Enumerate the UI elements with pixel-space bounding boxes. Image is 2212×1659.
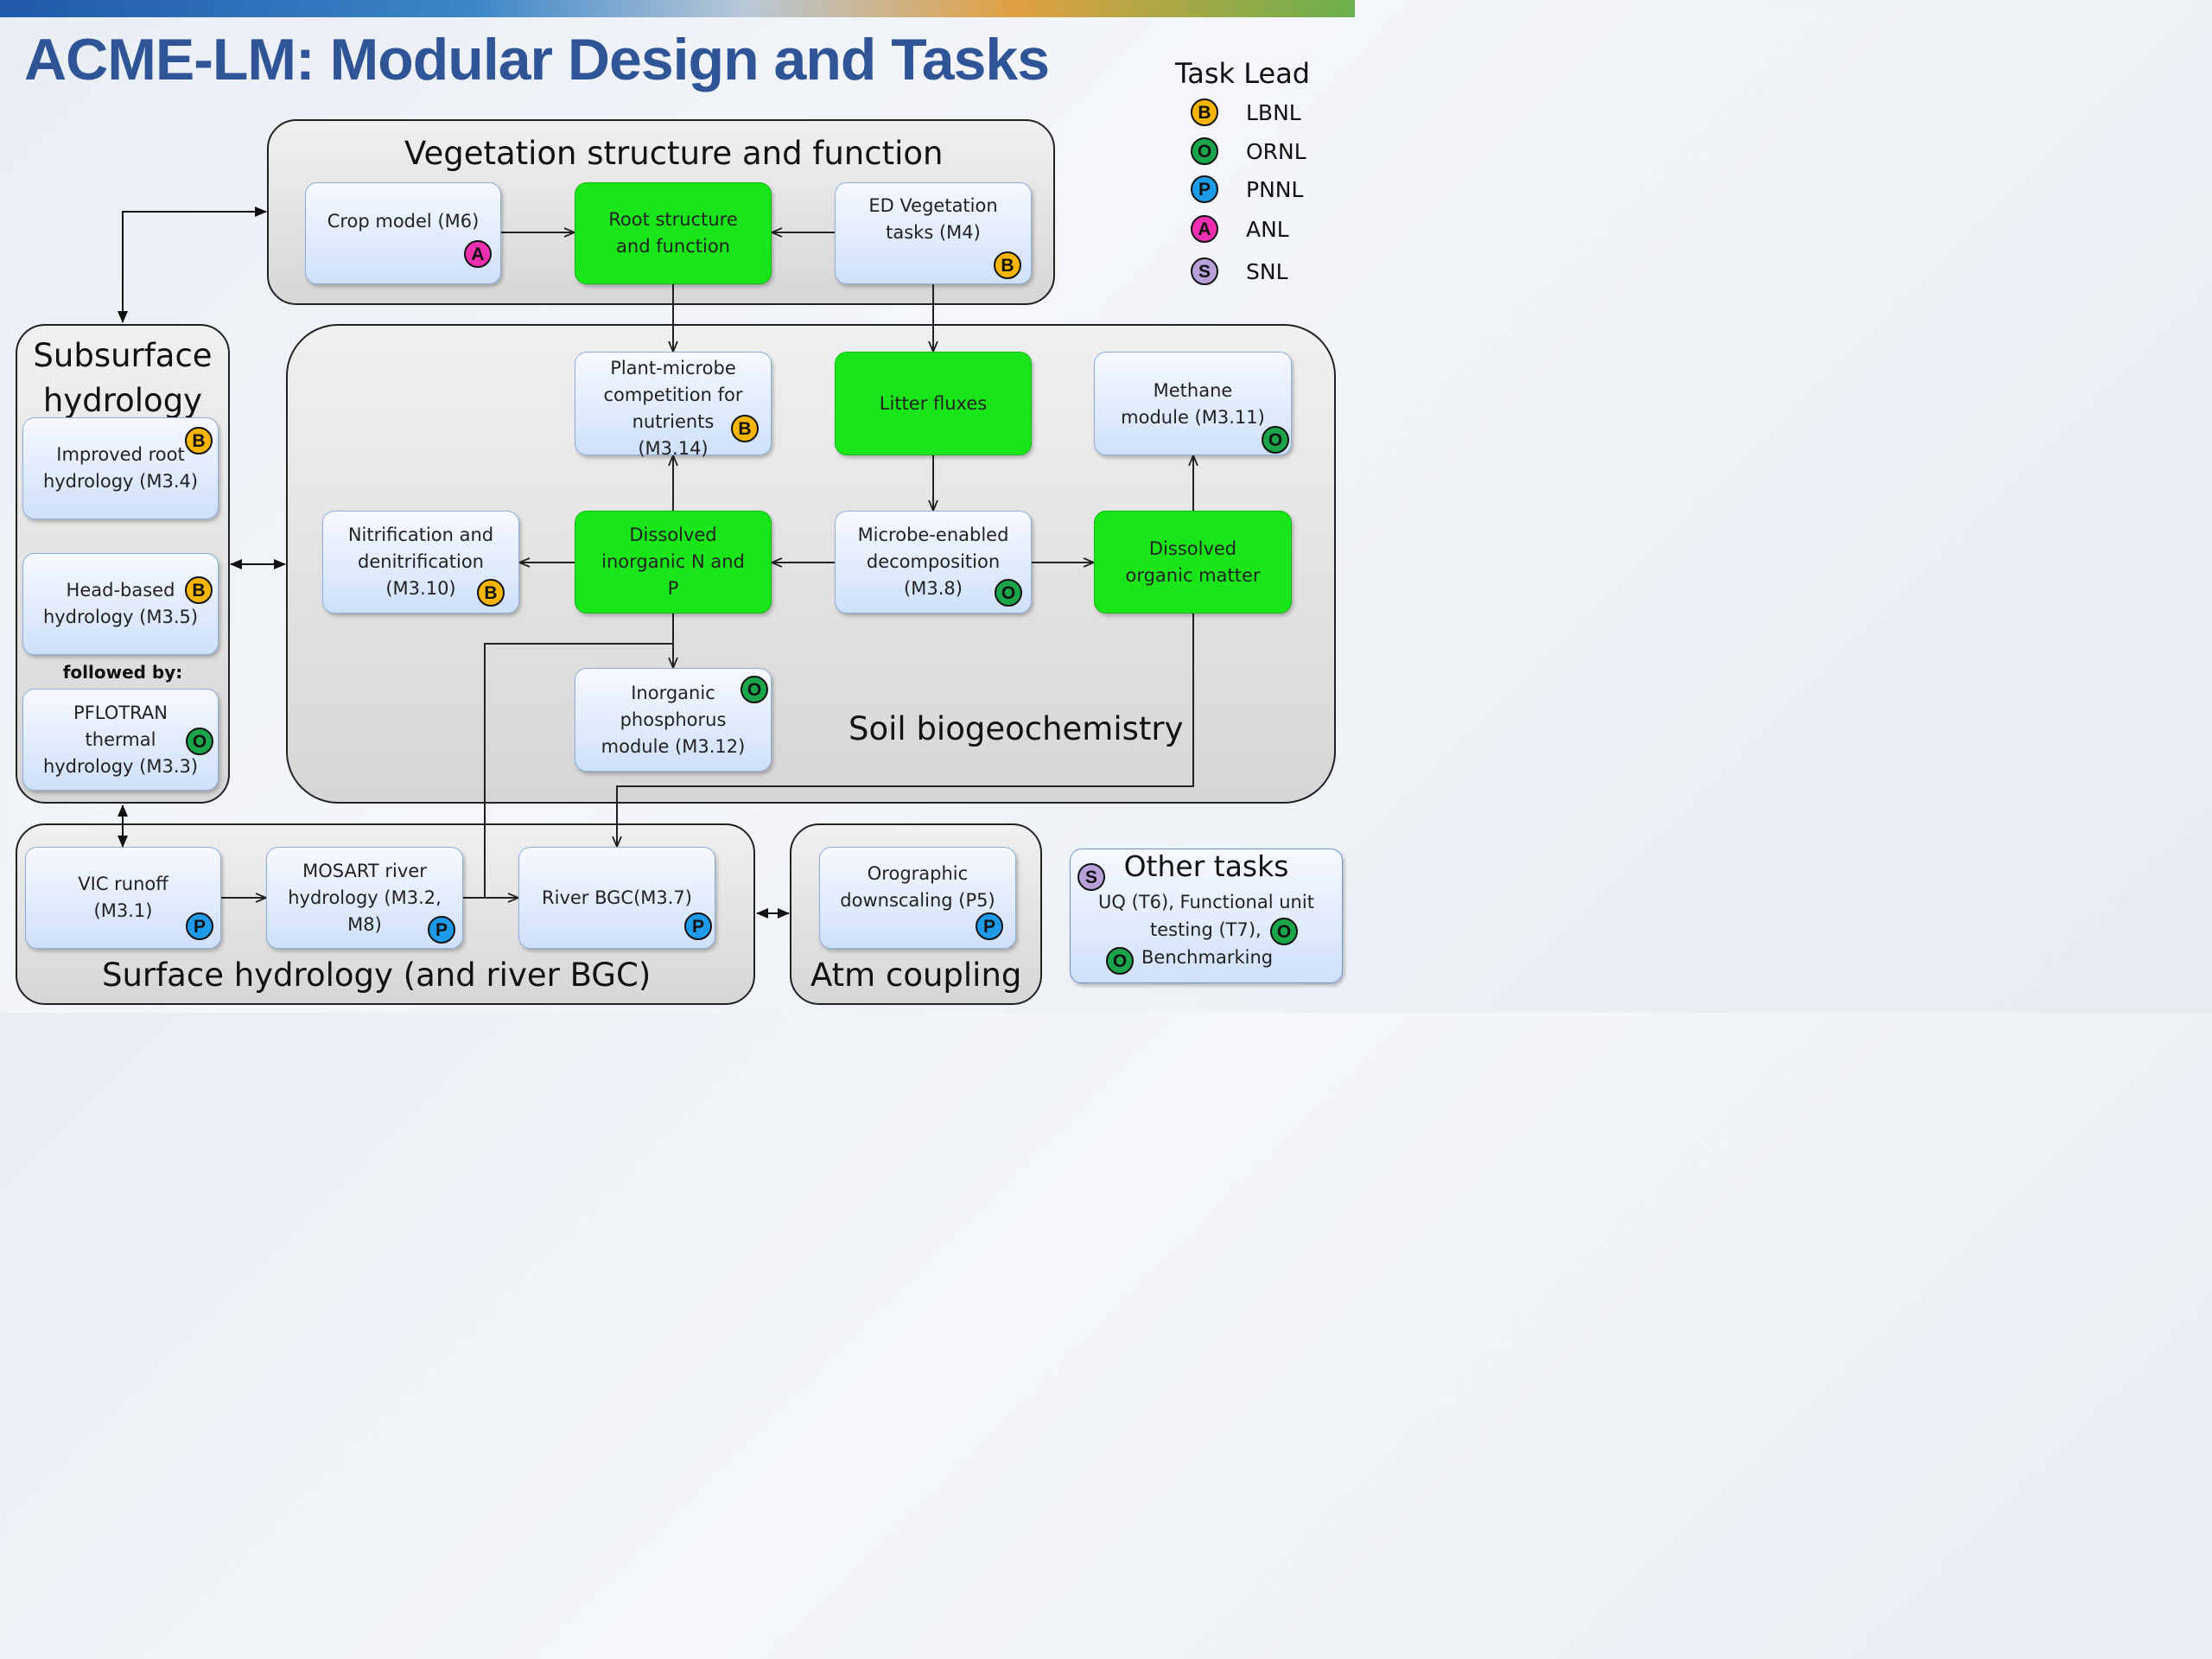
- lead-badge-icon: B: [994, 251, 1021, 279]
- box-pflotran: PFLOTRAN thermal hydrology (M3.3) O: [22, 689, 219, 791]
- legend-item-ornl: O ORNL: [1191, 137, 1306, 165]
- box-label: Improved root hydrology (M3.4): [42, 444, 199, 492]
- lead-badge-icon: O: [1191, 137, 1218, 165]
- lead-badge-icon: O: [741, 676, 768, 703]
- connector-arrows: [118, 207, 1355, 918]
- other-tasks-line3: Benchmarking: [1141, 947, 1274, 968]
- box-label: Methane module (M3.11): [1121, 380, 1265, 428]
- group-title-surface: Surface hydrology (and river BGC): [102, 957, 652, 994]
- legend-label: ORNL: [1246, 138, 1306, 164]
- legend-item-anl: A ANL: [1191, 215, 1289, 243]
- followed-by-label: followed by:: [62, 662, 183, 683]
- legend-item-pnnl: P PNNL: [1191, 175, 1303, 203]
- lead-badge-icon: O: [186, 728, 213, 755]
- box-mosart: MOSART river hydrology (M3.2, M8) P: [266, 847, 463, 949]
- box-label: MOSART river hydrology (M3.2, M8): [288, 860, 442, 935]
- box-crop-model: Crop model (M6) A: [305, 182, 501, 284]
- lead-badge-icon: P: [684, 912, 712, 940]
- legend-label: ANL: [1246, 216, 1289, 242]
- box-methane: Methane module (M3.11) O: [1094, 352, 1292, 455]
- lead-badge-icon: B: [185, 576, 213, 604]
- box-orographic: Orographic downscaling (P5) P: [819, 847, 1016, 949]
- box-label: ED Vegetation tasks (M4): [868, 195, 998, 243]
- lead-badge-icon: P: [1191, 175, 1218, 203]
- box-label: Crop model (M6): [327, 210, 480, 232]
- lead-badge-icon: O: [1106, 947, 1134, 975]
- box-other-tasks: Other tasks UQ (T6), Functional unit tes…: [1070, 849, 1343, 983]
- legend-item-snl: S SNL: [1191, 257, 1288, 285]
- box-litter-fluxes: Litter fluxes: [835, 352, 1032, 455]
- legend-label: LBNL: [1246, 99, 1301, 125]
- legend-label: SNL: [1246, 258, 1288, 284]
- lead-badge-icon: P: [428, 916, 455, 944]
- box-river-bgc: River BGC(M3.7) P: [518, 847, 715, 949]
- lead-badge-icon: P: [186, 912, 213, 940]
- arrow-dom-to-riverbgc: [617, 613, 1194, 847]
- lead-badge-icon: P: [976, 912, 1003, 940]
- box-label: Orographic downscaling (P5): [840, 863, 995, 911]
- top-accent-bar: [0, 0, 1355, 17]
- box-head-based: Head-based hydrology (M3.5) B: [22, 553, 219, 655]
- box-label: Litter fluxes: [879, 392, 988, 414]
- box-label: PFLOTRAN thermal hydrology (M3.3): [42, 702, 199, 777]
- box-label: VIC runoff (M3.1): [78, 874, 168, 921]
- group-title-soil: Soil biogeochemistry: [849, 710, 1184, 747]
- box-label: Root structure and function: [608, 209, 738, 257]
- other-tasks-title: Other tasks: [1123, 849, 1289, 883]
- lead-badge-icon: A: [464, 240, 492, 268]
- legend-item-lbnl: B LBNL: [1191, 99, 1301, 126]
- box-improved-root: Improved root hydrology (M3.4) B: [22, 417, 219, 519]
- group-title-vegetation: Vegetation structure and function: [404, 135, 944, 172]
- lead-badge-icon: O: [1270, 918, 1298, 945]
- box-dissolved-organic: Dissolved organic matter: [1094, 511, 1292, 613]
- box-ed-vegetation: ED Vegetation tasks (M4) B: [835, 182, 1032, 284]
- box-label: Inorganic phosphorus module (M3.12): [601, 682, 746, 757]
- box-dissolved-inorganic: Dissolved inorganic N and P: [575, 511, 772, 613]
- line-din-to-surface: [484, 643, 673, 898]
- other-tasks-line1: UQ (T6), Functional unit: [1098, 892, 1314, 912]
- legend-label: PNNL: [1246, 176, 1304, 202]
- box-label: Dissolved organic matter: [1125, 537, 1261, 586]
- lead-badge-icon: B: [477, 579, 505, 607]
- group-title-atm: Atm coupling: [810, 957, 1022, 994]
- box-label: Microbe-enabled decomposition (M3.8): [857, 524, 1009, 599]
- legend-title: Task Lead: [1175, 57, 1311, 90]
- lead-badge-icon: S: [1077, 863, 1105, 891]
- box-label: Nitrification and denitrification (M3.10…: [347, 524, 494, 599]
- arrow-subsurface-vegetation: [118, 207, 267, 323]
- lead-badge-icon: B: [1191, 99, 1218, 126]
- box-label: River BGC(M3.7): [542, 887, 692, 908]
- lead-badge-icon: B: [731, 415, 759, 442]
- box-label: Dissolved inorganic N and P: [601, 524, 745, 599]
- box-root-structure: Root structure and function: [575, 182, 772, 284]
- lead-badge-icon: O: [1262, 426, 1289, 454]
- box-microbe-decomposition: Microbe-enabled decomposition (M3.8) O: [835, 511, 1032, 613]
- page-title: ACME-LM: Modular Design and Tasks: [24, 27, 1050, 92]
- group-title-subsurface: Subsurface hydrology: [33, 337, 213, 419]
- box-label: Plant-microbe competition for nutrients …: [603, 358, 743, 459]
- box-plant-microbe: Plant-microbe competition for nutrients …: [575, 352, 772, 459]
- lead-badge-icon: A: [1191, 215, 1218, 243]
- box-inorganic-phosphorus: Inorganic phosphorus module (M3.12) O: [575, 668, 772, 772]
- lead-badge-icon: O: [995, 579, 1022, 607]
- lead-badge-icon: B: [185, 427, 213, 454]
- box-vic-runoff: VIC runoff (M3.1) P: [25, 847, 221, 949]
- box-label: Head-based hydrology (M3.5): [42, 580, 199, 627]
- lead-badge-icon: S: [1191, 257, 1218, 285]
- other-tasks-line2: testing (T7),: [1150, 919, 1262, 940]
- box-nitrification: Nitrification and denitrification (M3.10…: [322, 511, 519, 613]
